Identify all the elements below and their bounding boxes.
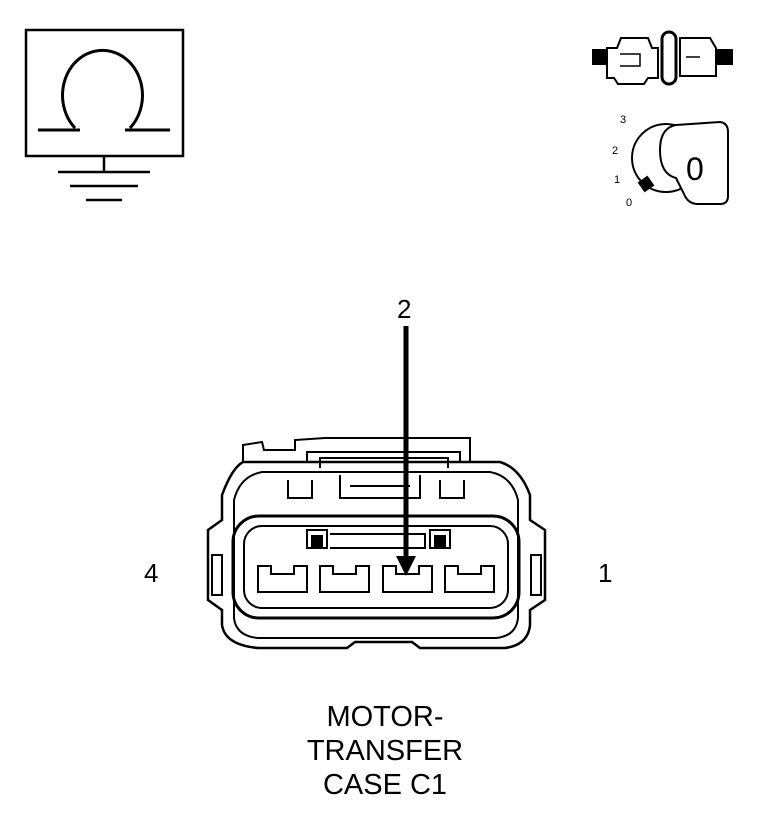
left-pin-label: 4 <box>144 558 158 588</box>
connector-caption: MOTOR- TRANSFER CASE C1 <box>0 700 770 802</box>
ignition-position-0: 0 <box>626 197 632 209</box>
caption-line-3: CASE C1 <box>322 769 448 801</box>
connector-face <box>206 437 547 650</box>
disconnect-connector-icon <box>592 30 733 86</box>
pin-callout-arrow <box>396 326 416 576</box>
ignition-key-label: 0 <box>686 151 704 187</box>
ignition-key-icon: 3 2 1 0 0 <box>612 114 729 209</box>
pin-callout-label: 2 <box>397 294 411 324</box>
ignition-position-3: 3 <box>620 114 626 126</box>
caption-line-2: TRANSFER <box>306 735 464 767</box>
caption-line-1: MOTOR- <box>326 701 444 733</box>
right-pin-label: 1 <box>598 558 612 588</box>
ohmmeter-ground-icon <box>24 28 185 202</box>
ignition-position-1: 1 <box>614 174 620 186</box>
ignition-position-2: 2 <box>612 145 618 157</box>
